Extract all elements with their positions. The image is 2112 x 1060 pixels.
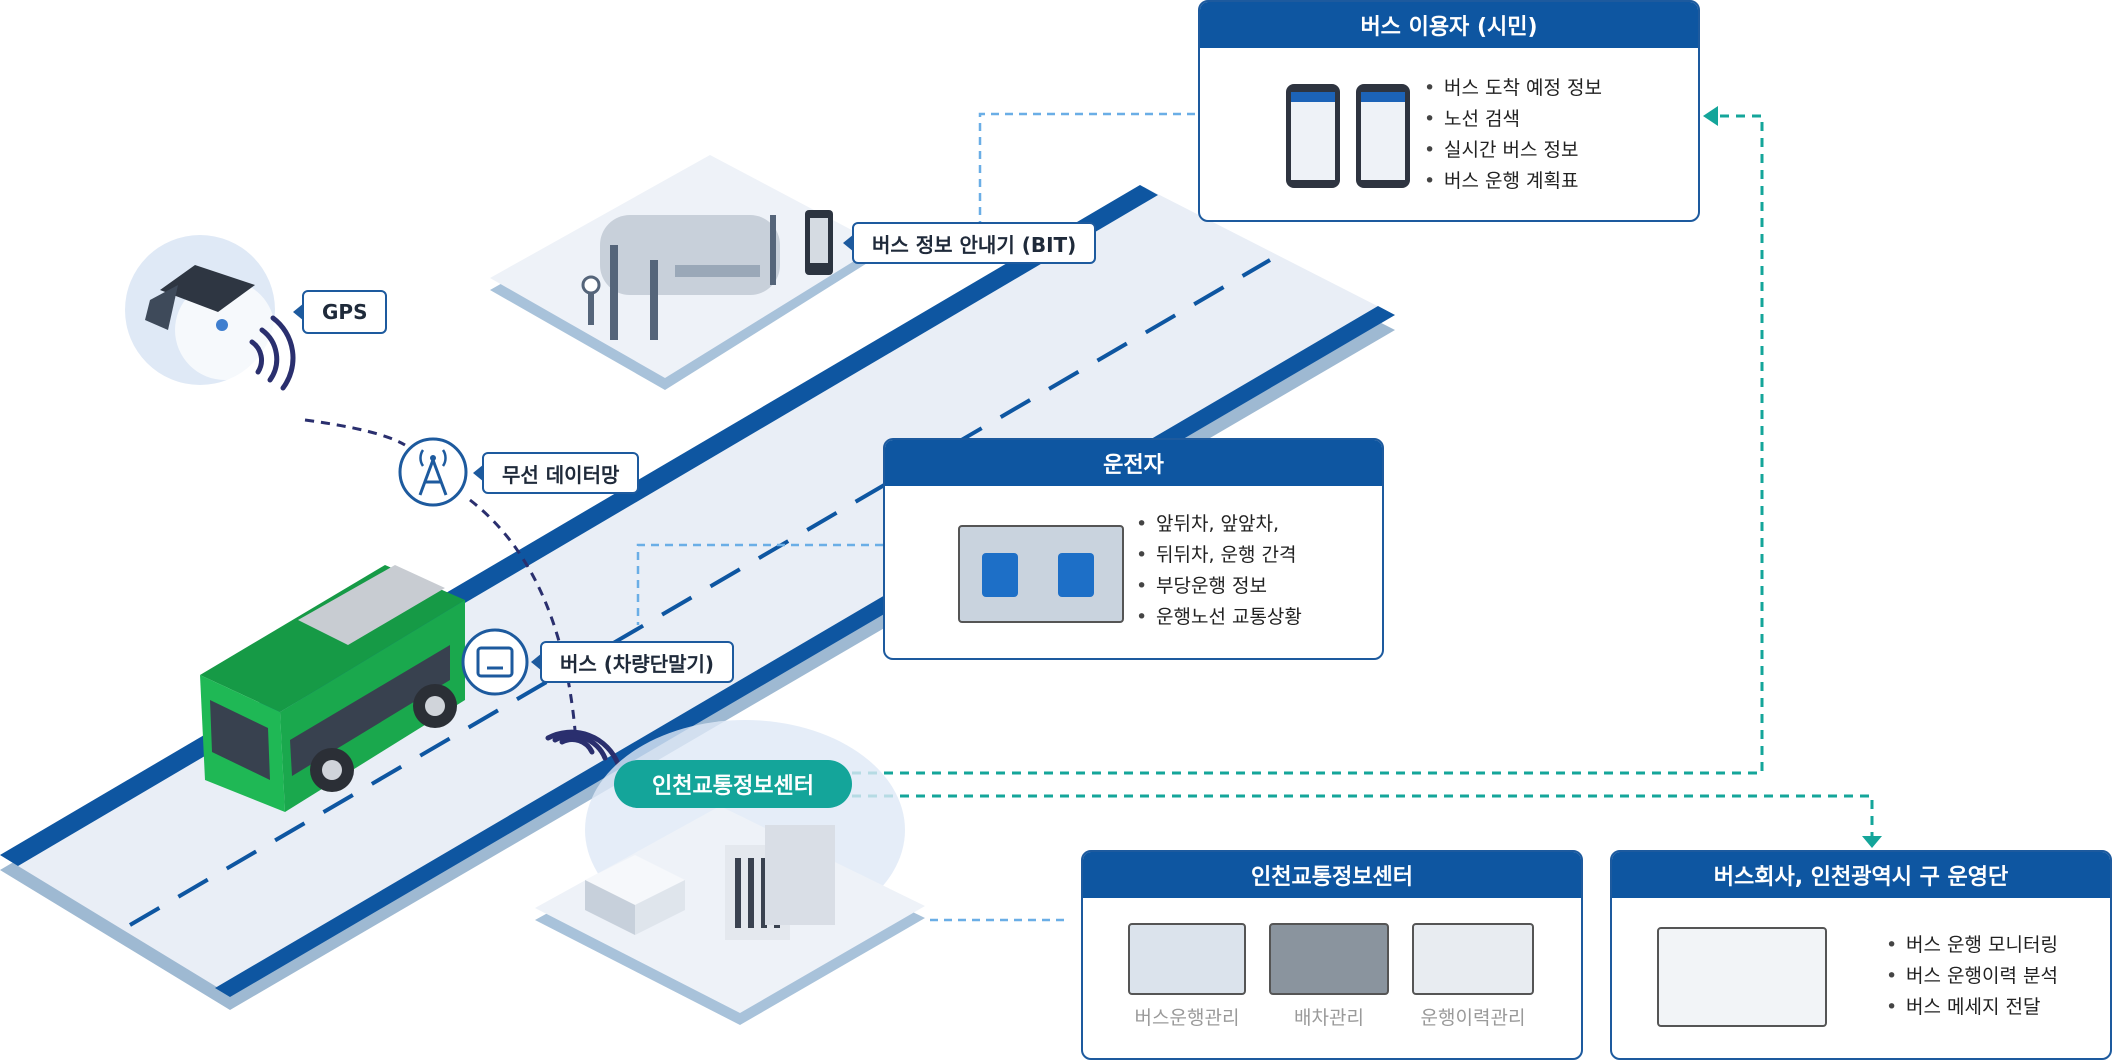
citizen-item: 노선 검색 [1424, 104, 1602, 135]
antenna-tower-icon [398, 437, 468, 507]
phone-mockup-2 [1356, 84, 1410, 188]
road [0, 185, 1395, 1010]
company-panel: 버스회사, 인천광역시 구 운영단 버스 운행 모니터링 버스 운행이력 분석 … [1610, 850, 2112, 1060]
driver-terminal-screen [958, 525, 1124, 623]
driver-item: 앞뒤차, 앞앞차, [1136, 509, 1302, 540]
company-panel-title: 버스회사, 인천광역시 구 운영단 [1612, 852, 2110, 898]
wireless-network-label: 무선 데이터망 [472, 452, 640, 494]
citizen-item: 실시간 버스 정보 [1424, 135, 1602, 166]
driver-item: 뒤뒤차, 운행 간격 [1136, 540, 1302, 571]
arrow-head-citizen [1703, 106, 1718, 126]
signal-waves [249, 315, 621, 767]
citizen-feature-list: 버스 도착 예정 정보 노선 검색 실시간 버스 정보 버스 운행 계획표 [1424, 73, 1602, 197]
driver-panel: 운전자 앞뒤차, 앞앞차, 뒤뒤차, 운행 간격 부당운행 정보 운행노선 교통… [883, 438, 1384, 660]
driver-item: 부당운행 정보 [1136, 571, 1302, 602]
monitoring-screenshot [1657, 927, 1827, 1027]
company-feature-list: 버스 운행 모니터링 버스 운행이력 분석 버스 메세지 전달 [1886, 930, 2058, 1023]
bus-operation-screenshot [1128, 923, 1246, 995]
connection-lines [304, 112, 1874, 922]
center-caption: 배차관리 [1294, 1007, 1364, 1029]
citizen-panel: 버스 이용자 (시민) 버스 도착 예정 정보 노선 검색 실시간 버스 정보 … [1198, 0, 1700, 222]
citizen-item: 버스 운행 계획표 [1424, 166, 1602, 197]
bus-terminal-label: 버스 (차량단말기) [530, 641, 735, 683]
center-caption: 운행이력관리 [1420, 1007, 1526, 1029]
citizen-item: 버스 도착 예정 정보 [1424, 73, 1602, 104]
citizen-panel-title: 버스 이용자 (시민) [1200, 2, 1698, 48]
phone-mockup-1 [1286, 84, 1340, 188]
gps-satellite [125, 235, 275, 385]
vehicle-terminal-icon [461, 628, 529, 696]
dispatch-screenshot [1269, 923, 1389, 995]
center-caption: 버스운행관리 [1134, 1007, 1240, 1029]
company-item: 버스 운행이력 분석 [1886, 961, 2058, 992]
bus-stop [490, 155, 880, 390]
center-panel-title: 인천교통정보센터 [1083, 852, 1581, 898]
company-item: 버스 메세지 전달 [1886, 992, 2058, 1023]
history-screenshot [1412, 923, 1534, 995]
center-panel: 인천교통정보센터 버스운행관리 배차관리 운행이력관리 [1081, 850, 1583, 1060]
driver-panel-title: 운전자 [885, 440, 1382, 486]
gps-label: GPS [292, 290, 388, 334]
driver-item: 운행노선 교통상황 [1136, 602, 1302, 633]
driver-feature-list: 앞뒤차, 앞앞차, 뒤뒤차, 운행 간격 부당운행 정보 운행노선 교통상황 [1136, 509, 1302, 633]
arrow-head-company [1862, 836, 1882, 848]
center-badge: 인천교통정보센터 [614, 760, 852, 808]
company-item: 버스 운행 모니터링 [1886, 930, 2058, 961]
bus-illustration [200, 565, 465, 812]
bit-label: 버스 정보 안내기 (BIT) [842, 222, 1097, 264]
